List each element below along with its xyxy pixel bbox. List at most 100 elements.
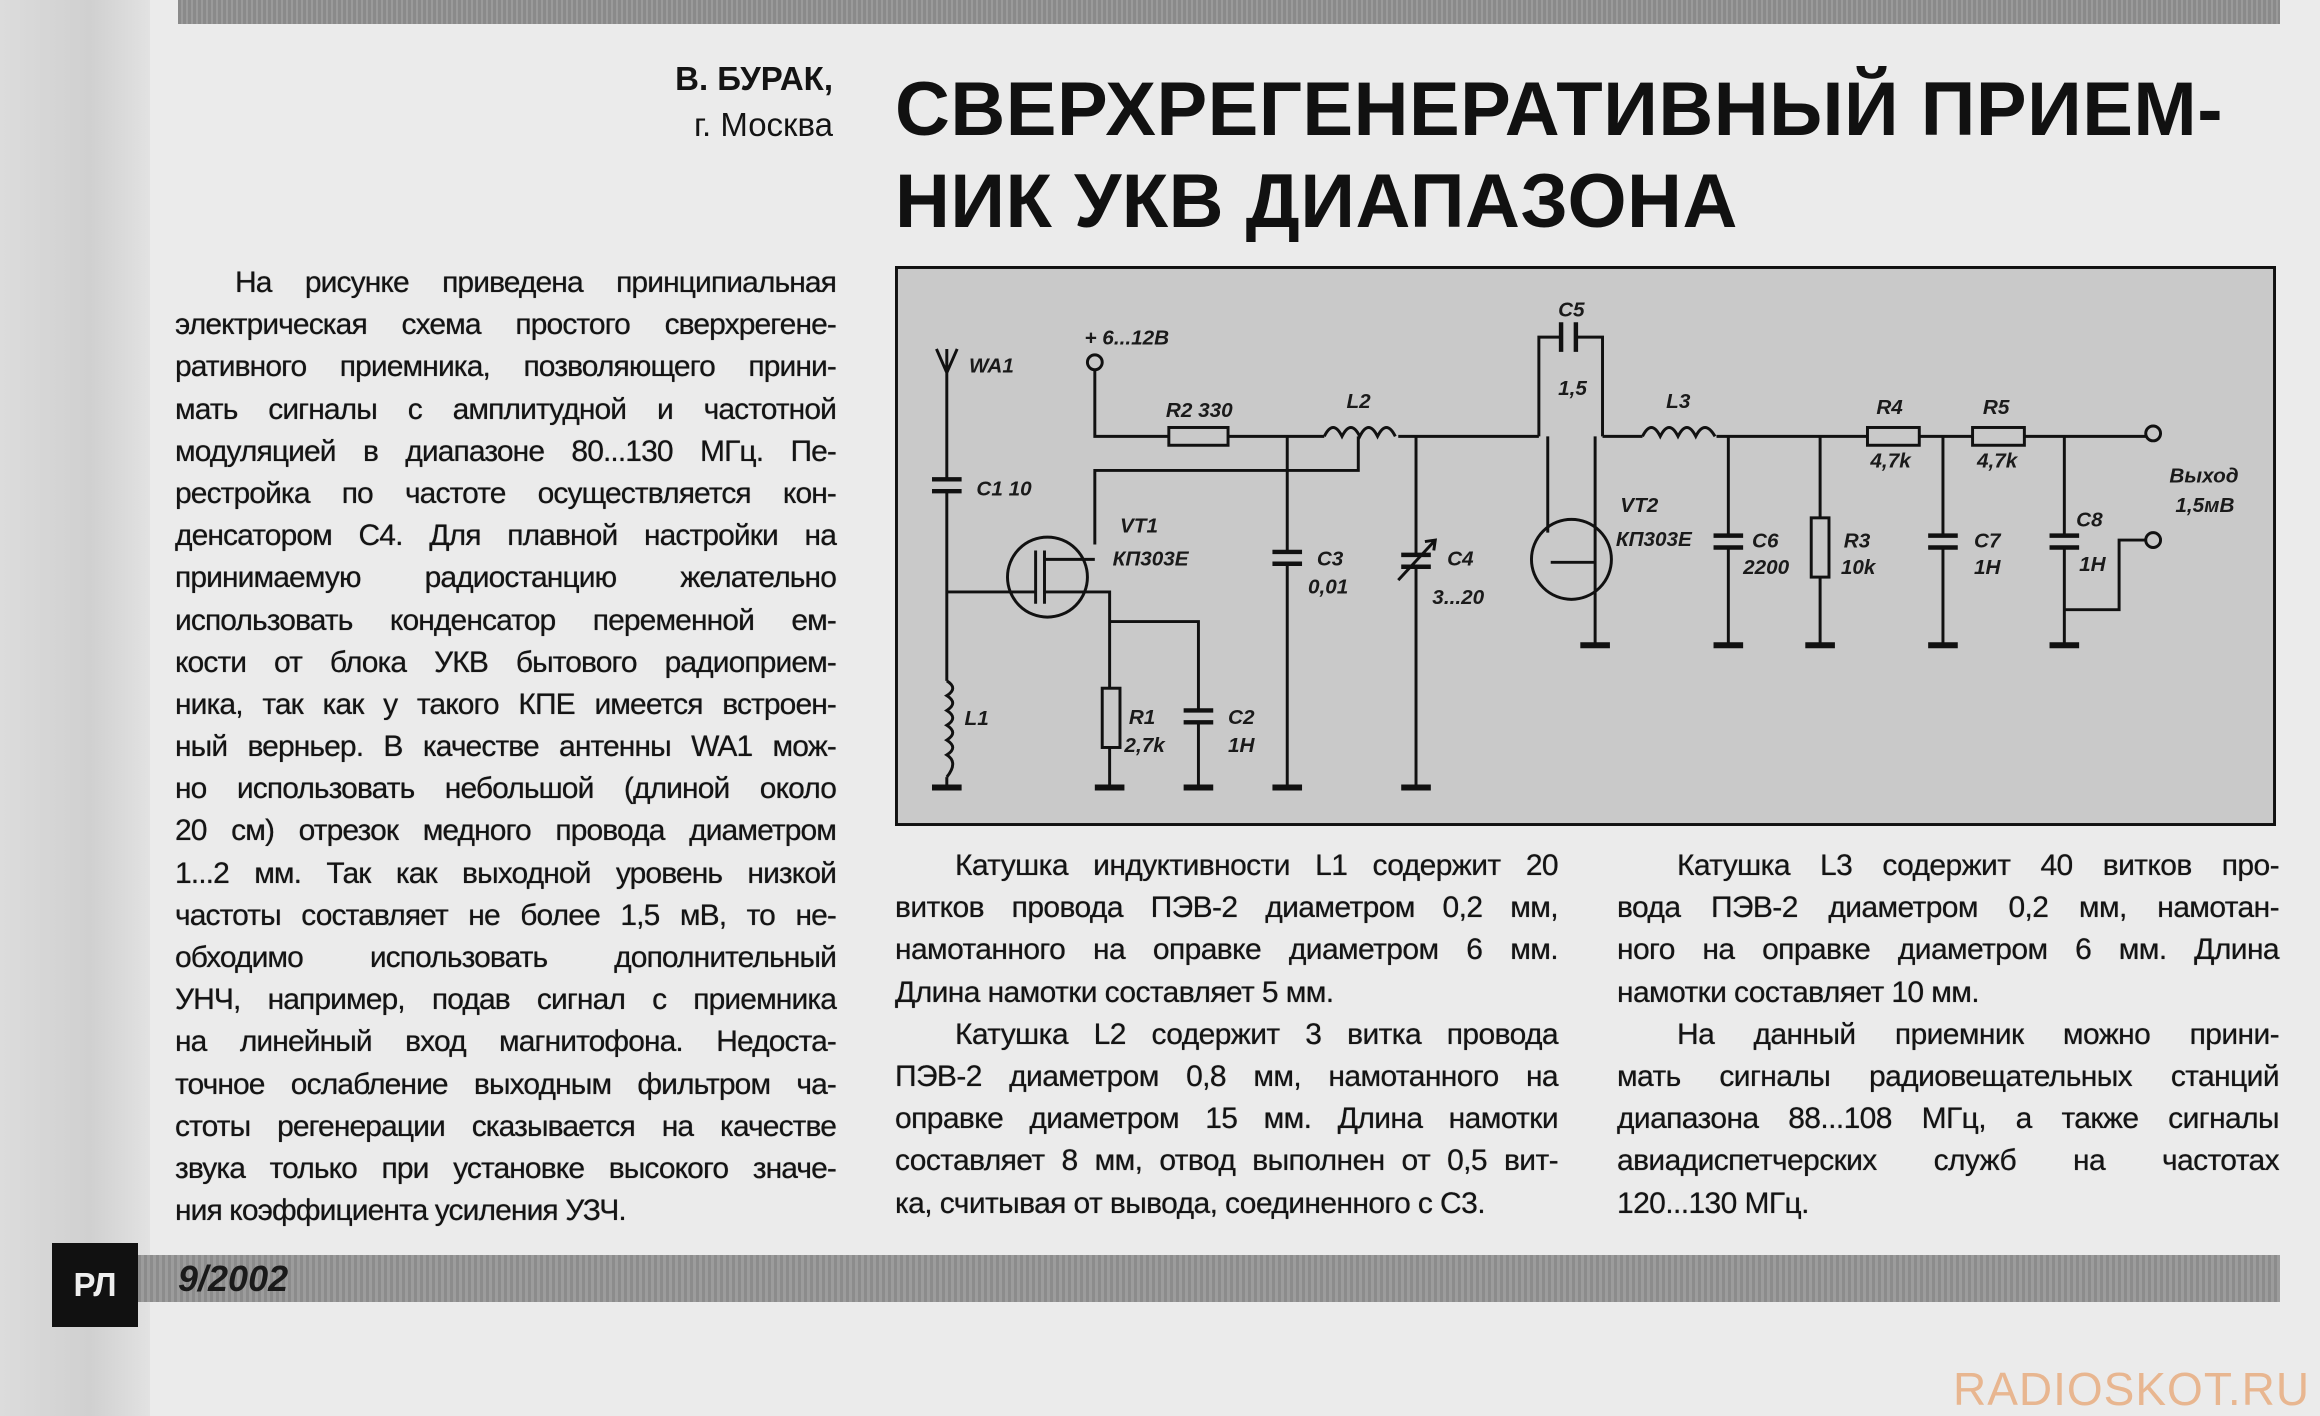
watermark: RADIOSKOT.RU	[1953, 1363, 2311, 1415]
label-wa1: WA1	[969, 355, 1014, 378]
label-c3: C3	[1317, 547, 1344, 570]
label-l2: L2	[1346, 390, 1371, 413]
label-c6-value: 2200	[1742, 556, 1790, 579]
text-line: модуляцией в диапазоне 80...130 МГц. Пе-	[175, 434, 837, 468]
text-line: мать сигналы с амплитудной и частотной	[175, 392, 837, 426]
text-line: витков провода ПЭВ-2 диаметром 0,2 мм,	[895, 891, 1559, 925]
label-vt2-type: КП303Е	[1616, 528, 1693, 551]
label-vt1: VT1	[1120, 515, 1158, 538]
text-line: ративного приемника, позволяющего прини-	[175, 350, 837, 384]
text-line: УНЧ, например, подав сигнал с приемника	[175, 983, 837, 1017]
text-line: оправке диаметром 15 мм. Длина намотки	[895, 1102, 1559, 1136]
supply-terminal-icon	[1085, 353, 1104, 372]
l1-coil	[944, 679, 955, 779]
text-line: принимаемую радиостанцию желательно	[175, 561, 837, 595]
c1-plates	[932, 477, 962, 494]
author-name: В. БУРАК,	[675, 60, 833, 97]
column-right: Катушка L3 содержит 40 витков про-вода П…	[1617, 845, 2280, 1225]
c5-plates	[1558, 322, 1579, 352]
text-line: диапазона 88...108 МГц, а также сигналы	[1617, 1102, 2280, 1136]
text-line: 1...2 мм. Так как выходной уровень низко…	[175, 856, 837, 890]
schematic-labels: WA1 + 6...12В C1 10 R2 330 L2 C5 1,5 VT1…	[965, 298, 2239, 757]
text-line: обходимо использовать дополнительный	[175, 941, 837, 974]
article-title: СВЕРХРЕГЕНЕРАТИВНЫЙ ПРИЕМ- НИК УКВ ДИАПА…	[895, 64, 2223, 248]
text-line: но использовать небольшой (длиной около	[175, 772, 837, 806]
text-line: звука только при установке высокого знач…	[175, 1151, 837, 1185]
bottom-rule	[138, 1255, 2280, 1302]
label-c8-value: 1Н	[2079, 553, 2107, 576]
c3-c4-plates	[1272, 549, 1431, 569]
label-c3-value: 0,01	[1308, 575, 1348, 598]
ground-symbols	[932, 642, 2080, 791]
text-line: стоты регенерации сказывается на качеств…	[175, 1109, 837, 1143]
text-line: электрическая схема простого сверхрегене…	[175, 308, 837, 342]
text-line: ния коэффициента усиления УЗЧ.	[175, 1194, 627, 1228]
text-line: ника, так как у такого КПЕ имеется встро…	[175, 687, 837, 721]
text-line: составляет 8 мм, отвод выполнен от 0,5 в…	[895, 1144, 1559, 1178]
r2-body	[1167, 426, 1230, 447]
label-r1-value: 2,7k	[1123, 734, 1166, 757]
label-r5-value: 4,7k	[1976, 449, 2019, 472]
text-line: точное ослабление выходным фильтром ча-	[175, 1067, 837, 1101]
issue-number: 9/2002	[178, 1258, 289, 1299]
text-line: авиадиспетчерских служб на частотах	[1617, 1144, 2280, 1178]
circuit-schematic: WA1 + 6...12В C1 10 R2 330 L2 C5 1,5 VT1…	[895, 266, 2276, 826]
label-l3: L3	[1666, 390, 1691, 413]
label-c2: C2	[1228, 706, 1255, 729]
top-rule	[178, 0, 2280, 24]
label-r3: R3	[1844, 529, 1871, 552]
text-line: На рисунке приведена принципиальная	[235, 266, 837, 299]
label-c7: C7	[1974, 529, 2002, 552]
byline: В. БУРАК, г. Москва	[675, 56, 833, 148]
text-line: Катушка L3 содержит 40 витков про-	[1677, 849, 2280, 882]
output-ground-terminal-icon	[2144, 531, 2163, 549]
label-r1: R1	[1129, 706, 1155, 729]
label-output-level: 1,5мВ	[2175, 494, 2234, 517]
page-margin	[0, 0, 150, 1416]
filter-cap-plates	[1713, 533, 2080, 550]
label-r5: R5	[1983, 396, 2010, 419]
column-middle: Катушка индуктивности L1 содержит 20 витк…	[895, 845, 1559, 1225]
label-c5: C5	[1558, 298, 1585, 321]
r4-body	[1865, 426, 1921, 447]
output-terminal-icon	[2144, 424, 2163, 443]
title-line: СВЕРХРЕГЕНЕРАТИВНЫЙ ПРИЕМ-	[895, 67, 2224, 152]
text-line: Длина намотки составляет 5 мм.	[895, 975, 1334, 1009]
text-line: денсатором С4. Для плавной настройки на	[175, 519, 837, 553]
label-c8: C8	[2076, 509, 2103, 532]
text-line: На данный приемник можно прини-	[1677, 1017, 2280, 1051]
label-c4: C4	[1447, 547, 1474, 570]
text-line: использовать конденсатор переменной ем-	[175, 603, 837, 637]
text-line: Катушка индуктивности L1 содержит 20	[955, 849, 1559, 882]
text-line: намотанного на оправке диаметром 6 мм.	[895, 933, 1559, 967]
text-line: ный верньер. В качестве антенны WA1 мож-	[175, 730, 837, 764]
text-line: мать сигналы радиовещательных станций	[1617, 1059, 2280, 1093]
text-line: 20 см) отрезок медного провода диаметром	[175, 814, 837, 848]
antenna-icon	[935, 348, 959, 480]
text-line: рестройка по частоте осуществляется кон-	[175, 476, 837, 510]
l3-coil	[1641, 426, 1717, 440]
magazine-logo: РЛ	[52, 1243, 138, 1327]
text-line: намотки составляет 10 мм.	[1617, 975, 1980, 1009]
label-vt2: VT2	[1620, 494, 1658, 517]
label-supply: + 6...12В	[1084, 327, 1169, 350]
label-output: Выход	[2169, 464, 2238, 487]
text-line: ПЭВ-2 диаметром 0,8 мм, намотанного на	[895, 1059, 1559, 1093]
text-line: ного на оправке диаметром 6 мм. Длина	[1617, 933, 2280, 967]
r5-body	[1971, 426, 2026, 447]
r1-body	[1100, 686, 1122, 749]
author-city: г. Москва	[693, 106, 833, 143]
label-c2-value: 1Н	[1228, 734, 1256, 757]
label-c4-value: 3...20	[1432, 586, 1484, 609]
c2-plates	[1183, 708, 1214, 725]
label-c7-value: 1Н	[1974, 556, 2002, 579]
title-line: НИК УКВ ДИАПАЗОНА	[895, 159, 1738, 244]
text-line: вода ПЭВ-2 диаметром 0,2 мм, намотан-	[1617, 891, 2280, 925]
label-c6: C6	[1752, 529, 1779, 552]
column-left: На рисунке приведена принципиальная элект…	[175, 262, 837, 1232]
text-line: на линейный вход магнитофона. Недоста-	[175, 1025, 837, 1059]
wires	[932, 322, 2163, 785]
label-r2: R2 330	[1166, 399, 1233, 422]
label-c5-value: 1,5	[1558, 377, 1587, 400]
label-r3-value: 10k	[1841, 556, 1877, 579]
